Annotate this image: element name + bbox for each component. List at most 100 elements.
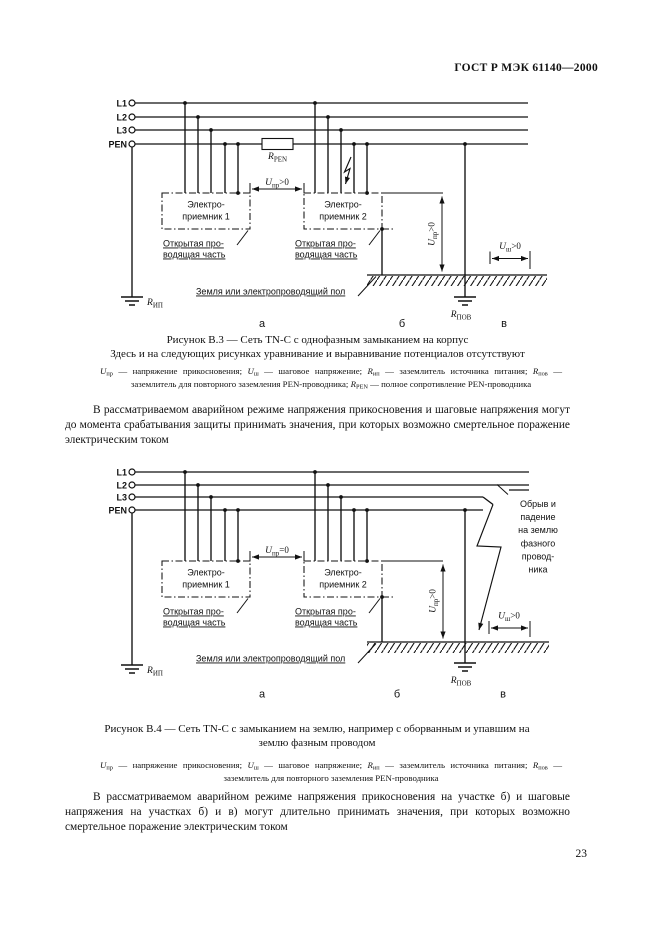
receiver2-taps: [313, 101, 369, 195]
touch-voltage-dim-between: Uпр=0: [249, 545, 305, 562]
receiver2-box: Электро- приемник 2: [303, 560, 443, 642]
figure-b4-legend: Uпр — напряжение прикосновения; Uш — шаг…: [100, 760, 563, 783]
svg-text:фазного: фазного: [521, 539, 556, 549]
figure-b4-caption: Рисунок В.4 — Сеть TN-C с замыканием на …: [104, 723, 530, 749]
terminal-l2: [128, 113, 136, 121]
open-part-label-1: Открытая про- водящая часть: [163, 598, 249, 628]
figure-b3-paragraph: В рассматриваемом аварийном режиме напря…: [65, 404, 570, 446]
ground-label: Земля или электропроводящий пол: [196, 654, 345, 664]
u-pr-right-label: Uпр>0: [427, 222, 440, 246]
receiver1-taps: [183, 101, 240, 195]
terminal-l1: [128, 468, 136, 476]
receiver2-box: Электро- приемник 2: [303, 192, 443, 275]
break-annotation: Обрыв и падение на землю фазного провод-…: [518, 499, 558, 575]
fallen-conductor-bolt: [476, 504, 502, 631]
receiver1-box: Электро- приемник 1: [161, 192, 251, 230]
receiver1-line1: Электро-: [187, 568, 225, 578]
figure-b3-legend: Uпр — напряжение прикосновения; Uш — шаг…: [100, 366, 563, 391]
svg-text:Открытая про-: Открытая про-: [163, 607, 224, 617]
fault-bolt-icon: [343, 156, 352, 185]
open-part-label-1: Открытая про- водящая часть: [163, 230, 249, 260]
zone-b: б: [394, 689, 400, 701]
ground-surface: Земля или электропроводящий пол: [196, 274, 547, 297]
svg-text:падение: падение: [520, 512, 555, 522]
u-pr-right-label: Uпр>0: [428, 589, 441, 613]
bus-wires: L1 L2 L3 PEN: [108, 468, 529, 516]
step-voltage-dim: Uш>0: [488, 611, 531, 637]
r-pen-label: RPEN: [267, 152, 287, 164]
svg-text:Открытая про-: Открытая про-: [163, 239, 224, 249]
figure-b4-paragraph: В рассматриваемом аварийном режиме напря…: [65, 791, 570, 833]
pen-resistor: RPEN: [261, 137, 294, 164]
source-earth: RИП: [121, 147, 163, 310]
ground-label: Земля или электропроводящий пол: [196, 287, 345, 297]
r-ip-label: RИП: [146, 666, 163, 678]
receiver2-line1: Электро-: [324, 200, 362, 210]
bus-label-pen: PEN: [108, 140, 127, 150]
broken-phase-wire: [476, 484, 529, 631]
r-pov-label: RПОВ: [450, 676, 472, 688]
touch-voltage-dim-right: Uпр>0: [427, 196, 445, 272]
repeat-earth: RПОВ: [450, 142, 476, 322]
svg-text:Обрыв и: Обрыв и: [520, 499, 556, 509]
receiver2-line1: Электро-: [324, 568, 362, 578]
svg-text:водящая часть: водящая часть: [163, 618, 226, 628]
figure-b3-caption-block: Рисунок В.3 — Сеть TN-C с однофазным зам…: [65, 334, 570, 361]
bus-wires: L1 L2 L3 PEN: [108, 99, 528, 150]
u-pr-between-label: Uпр=0: [265, 545, 289, 558]
receiver1-line1: Электро-: [187, 200, 225, 210]
figure-b3-note: Здесь и на следующих рисунках уравнивани…: [110, 347, 525, 360]
svg-text:водящая часть: водящая часть: [163, 250, 226, 260]
zone-v: в: [501, 318, 507, 330]
bus-label-l3: L3: [116, 493, 127, 503]
bus-label-l1: L1: [116, 468, 127, 478]
zone-b: б: [399, 318, 405, 330]
bus-label-l1: L1: [116, 99, 127, 109]
page-number: 23: [575, 848, 588, 860]
figure-b3-diagram: L1 L2 L3 PEN RИП RPEN: [108, 99, 547, 330]
r-pov-label: RПОВ: [450, 310, 472, 322]
touch-voltage-dim-right: Uпр>0: [428, 564, 446, 639]
touch-voltage-dim-between: Uпр>0: [249, 177, 305, 194]
zone-a: а: [259, 318, 266, 330]
terminal-l2: [128, 481, 136, 489]
terminal-l3: [128, 126, 136, 134]
open-part-label-2: Открытая про- водящая часть: [295, 598, 381, 628]
bus-label-l2: L2: [116, 113, 127, 123]
svg-text:водящая часть: водящая часть: [295, 618, 358, 628]
zone-a: а: [259, 689, 266, 701]
receiver1-line2: приемник 1: [182, 580, 230, 590]
terminal-pen: [128, 140, 136, 148]
bus-label-l3: L3: [116, 126, 127, 136]
u-sh-label: Uш>0: [499, 241, 521, 254]
receiver2-taps: [313, 470, 369, 563]
terminal-l3: [128, 493, 136, 501]
zone-letters: а б в: [259, 689, 506, 701]
svg-text:ника: ника: [528, 565, 547, 575]
receiver1-box: Электро- приемник 1: [161, 560, 251, 598]
figure-b3-caption: Рисунок В.3 — Сеть TN-C с однофазным зам…: [166, 334, 469, 346]
figure-b4-diagram: L1 L2 L3 PEN Обрыв и падение на землю фа…: [108, 468, 558, 701]
svg-text:Открытая про-: Открытая про-: [295, 239, 356, 249]
receiver1-taps: [183, 470, 240, 563]
receiver2-line2: приемник 2: [319, 212, 367, 222]
svg-text:Открытая про-: Открытая про-: [295, 607, 356, 617]
zone-v: в: [500, 689, 506, 701]
terminal-pen: [128, 506, 136, 514]
svg-text:провод-: провод-: [522, 552, 555, 562]
svg-text:водящая часть: водящая часть: [295, 250, 358, 260]
terminal-l1: [128, 99, 136, 107]
bus-label-pen: PEN: [108, 506, 127, 516]
repeat-earth: RПОВ: [450, 508, 476, 688]
r-ip-label: RИП: [146, 298, 163, 310]
receiver1-line2: приемник 1: [182, 212, 230, 222]
ground-surface: Земля или электропроводящий пол: [196, 641, 549, 664]
open-part-label-2: Открытая про- водящая часть: [295, 230, 381, 260]
svg-text:на землю: на землю: [518, 525, 558, 535]
u-pr-between-label: Uпр>0: [265, 177, 289, 190]
step-voltage-dim: Uш>0: [489, 241, 531, 269]
u-sh-label: Uш>0: [498, 611, 520, 624]
bus-label-l2: L2: [116, 481, 127, 491]
receiver2-line2: приемник 2: [319, 580, 367, 590]
